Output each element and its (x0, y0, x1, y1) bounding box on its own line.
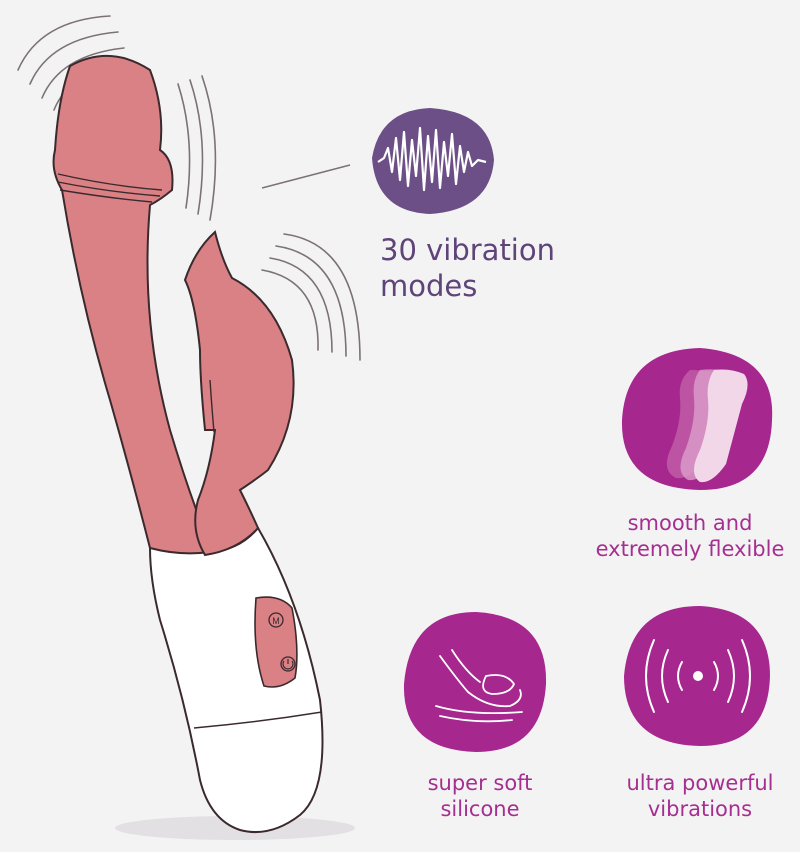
mode-button-icon[interactable]: M (268, 612, 284, 628)
hand-touch-icon (403, 612, 547, 752)
vibration-modes-label: 30 vibration modes (380, 233, 555, 303)
rabbit-arm (183, 230, 295, 557)
vibration-wave-icon (372, 108, 494, 214)
handle-seam (193, 711, 323, 729)
power-button-icon[interactable] (280, 656, 296, 672)
powerful-vibrations-label: ultra powerful vibrations (626, 771, 774, 822)
flexible-shaft-icon (621, 348, 773, 490)
svg-text:M: M (272, 616, 280, 626)
device-handle (148, 526, 324, 834)
vibration-arcs-head-right (177, 75, 217, 221)
soft-silicone-label: super soft silicone (427, 771, 533, 822)
pointer-line (261, 164, 351, 189)
smooth-flexible-label: smooth and extremely flexible (595, 511, 785, 562)
rabbit-gap (209, 379, 215, 433)
control-pad (254, 596, 298, 688)
vibration-signal-icon (624, 606, 770, 746)
head-ridges (57, 173, 163, 203)
vibration-arcs-rabbit (261, 233, 361, 361)
